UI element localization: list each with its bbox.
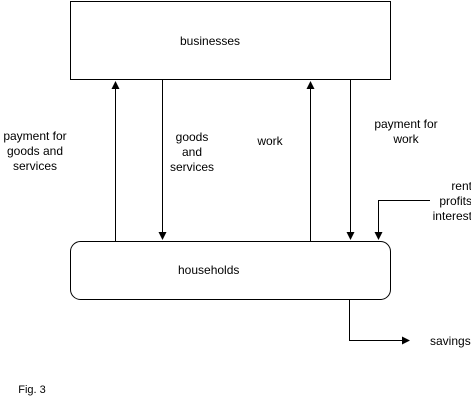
savings-arrow (349, 300, 410, 345)
payment-goods-label: payment for goods and services (3, 129, 67, 173)
businesses-label: businesses (180, 34, 241, 48)
goods-services-label: goods and services (169, 130, 214, 174)
households-box (70, 241, 391, 300)
savings-label: savings (430, 334, 471, 348)
rent-profits-interest-arrow (374, 200, 430, 240)
payment-work-label: payment for work (374, 117, 438, 146)
rent-profits-interest-label: rent profits interest (432, 179, 471, 223)
figure-caption: Fig. 3 (18, 384, 46, 396)
businesses-box (70, 1, 391, 80)
work-label: work (257, 134, 283, 148)
households-label: households (178, 263, 240, 277)
